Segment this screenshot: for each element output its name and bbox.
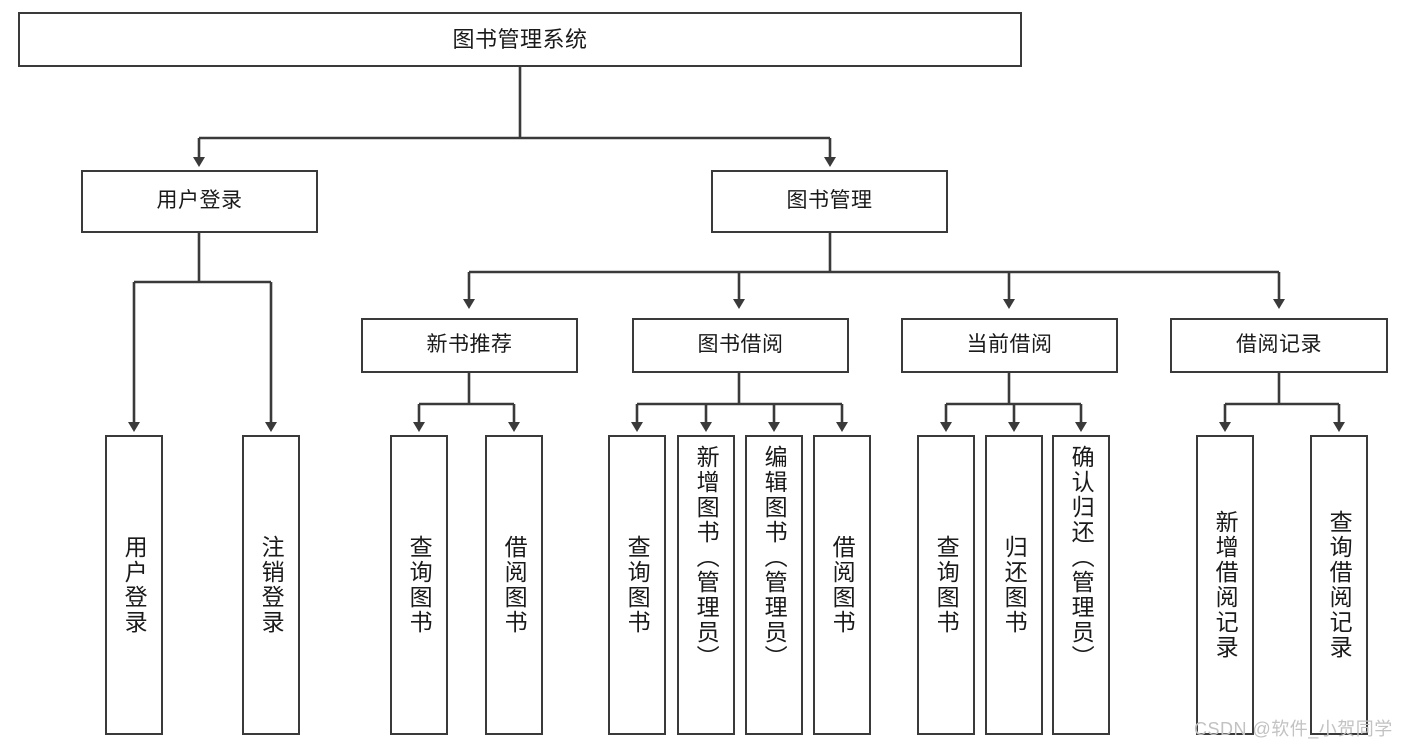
leaf-borrow-edit-book-label: 编辑图书（管理员） <box>761 445 788 670</box>
node-book-borrow-label: 图书借阅 <box>697 333 784 357</box>
leaf-current-confirm-return-label: 确认归还（管理员） <box>1068 445 1095 670</box>
leaf-borrow-borrow-book-label: 借阅图书 <box>829 535 856 635</box>
node-user-login[interactable]: 用户登录 <box>81 170 318 233</box>
leaf-current-confirm-return[interactable]: 确认归还（管理员） <box>1052 435 1110 735</box>
leaf-current-query-book-label: 查询图书 <box>933 535 960 635</box>
node-root[interactable]: 图书管理系统 <box>18 12 1022 67</box>
node-new-book-recommend[interactable]: 新书推荐 <box>361 318 578 373</box>
node-book-borrow[interactable]: 图书借阅 <box>632 318 849 373</box>
leaf-new-book-query-label: 查询图书 <box>406 535 433 635</box>
leaf-borrow-query-book[interactable]: 查询图书 <box>608 435 666 735</box>
node-current-borrow[interactable]: 当前借阅 <box>901 318 1118 373</box>
leaf-borrow-add-book-label: 新增图书（管理员） <box>693 445 720 670</box>
leaf-records-query-record[interactable]: 查询借阅记录 <box>1310 435 1368 735</box>
node-user-login-label: 用户登录 <box>156 189 243 213</box>
leaf-user-login-signin-label: 用户登录 <box>121 535 148 635</box>
node-borrow-records-label: 借阅记录 <box>1236 333 1322 357</box>
leaf-new-book-borrow[interactable]: 借阅图书 <box>485 435 543 735</box>
node-borrow-records[interactable]: 借阅记录 <box>1170 318 1388 373</box>
leaf-borrow-query-book-label: 查询图书 <box>624 535 651 635</box>
leaf-borrow-edit-book[interactable]: 编辑图书（管理员） <box>745 435 803 735</box>
leaf-records-add-record-label: 新增借阅记录 <box>1212 510 1239 660</box>
node-current-borrow-label: 当前借阅 <box>966 333 1053 357</box>
leaf-new-book-borrow-label: 借阅图书 <box>501 535 528 635</box>
leaf-current-query-book[interactable]: 查询图书 <box>917 435 975 735</box>
leaf-records-query-record-label: 查询借阅记录 <box>1326 510 1353 660</box>
node-book-management[interactable]: 图书管理 <box>711 170 948 233</box>
leaf-borrow-add-book[interactable]: 新增图书（管理员） <box>677 435 735 735</box>
node-new-book-recommend-label: 新书推荐 <box>426 333 513 357</box>
leaf-current-return-book-label: 归还图书 <box>1001 535 1028 635</box>
leaf-user-login-signout-label: 注销登录 <box>258 535 285 635</box>
node-root-label: 图书管理系统 <box>452 26 588 52</box>
leaf-user-login-signout[interactable]: 注销登录 <box>242 435 300 735</box>
leaf-borrow-borrow-book[interactable]: 借阅图书 <box>813 435 871 735</box>
node-book-management-label: 图书管理 <box>786 189 873 213</box>
leaf-records-add-record[interactable]: 新增借阅记录 <box>1196 435 1254 735</box>
leaf-new-book-query[interactable]: 查询图书 <box>390 435 448 735</box>
leaf-user-login-signin[interactable]: 用户登录 <box>105 435 163 735</box>
leaf-current-return-book[interactable]: 归还图书 <box>985 435 1043 735</box>
csdn-watermark: CSDN @软件_小贺同学 <box>1194 719 1393 739</box>
